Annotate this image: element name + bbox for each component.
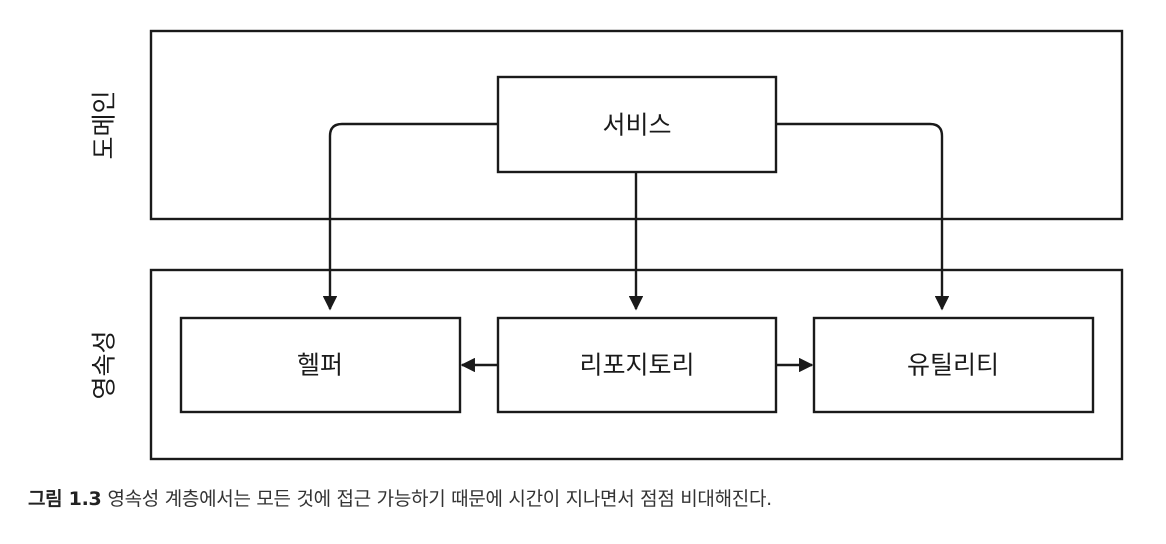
edge-service-to-helper [322,122,498,311]
utility-label: 유틸리티 [907,351,999,380]
edge-service-to-utility [776,122,950,311]
utility-box [812,316,1095,414]
service-label: 서비스 [602,111,671,140]
layer-diagram: 도메인 영속성 서비스 헬퍼 리포지토리 유틸리티 [90,29,1124,461]
repository-label: 리포지토리 [579,351,694,380]
caption-text: 영속성 계층에서는 모든 것에 접근 가능하기 때문에 시간이 지나면서 점점 … [107,488,772,510]
node-service: 서비스 [496,75,778,174]
node-helper: 헬퍼 [179,316,462,414]
repository-box [496,316,778,414]
helper-box [179,316,462,414]
domain-layer-label: 도메인 [90,90,119,159]
figure-number: 그림 1.3 [28,488,102,510]
node-utility: 유틸리티 [812,316,1095,414]
node-repository: 리포지토리 [496,316,778,414]
persistence-layer-label: 영속성 [90,330,119,399]
service-box [496,75,778,174]
helper-label: 헬퍼 [297,351,343,380]
